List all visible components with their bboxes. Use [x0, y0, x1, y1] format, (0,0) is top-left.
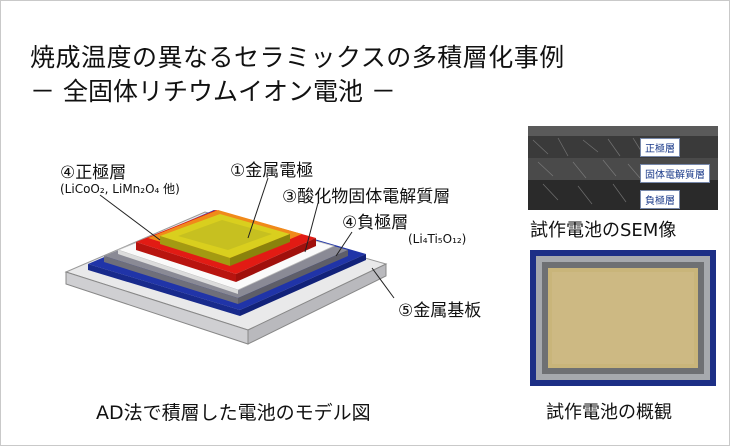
label-negative-material: (Li₄Ti₅O₁₂)	[408, 232, 467, 246]
label-metal-electrode: ①金属電極	[230, 161, 314, 181]
sem-tag-electrolyte: 固体電解質層	[640, 164, 710, 183]
negative-layer-side-left	[88, 264, 240, 316]
negative-layer-side-right	[240, 254, 366, 316]
leader-electrolyte	[304, 202, 319, 253]
metal-electrode-side-right	[230, 234, 290, 266]
electrolyte-lower-layer-side	[104, 256, 238, 304]
metal-electrode-inner	[178, 220, 272, 250]
caption-overview: 試作電池の概観	[546, 402, 672, 423]
label-negative-layer: ④負極層	[342, 213, 409, 233]
leader-metal-electrode	[247, 177, 269, 239]
leader-positive	[99, 194, 161, 241]
battery-photo-drawing	[536, 256, 710, 380]
positive-layer-side-left	[136, 242, 236, 282]
metal-electrode-side-left	[160, 236, 230, 266]
leader-negative	[335, 231, 353, 257]
label-electrolyte-layer: ③酸化物固体電解質層	[282, 187, 451, 207]
label-metal-substrate: ⑤金属基板	[398, 301, 482, 321]
metal-substrate-side-right	[247, 263, 387, 345]
caption-sem: 試作電池のSEM像	[530, 220, 677, 241]
label-positive-layer: ④正極層	[60, 163, 127, 183]
leader-substrate	[371, 267, 395, 299]
sem-tag-positive: 正極層	[640, 138, 680, 157]
positive-layer-side-right	[236, 238, 316, 282]
electrolyte-layer-side	[118, 250, 238, 294]
electrolyte-lower-layer-side-right	[238, 250, 348, 304]
slide-title: 焼成温度の異なるセラミックスの多積層化事例	[30, 43, 565, 72]
caption-model: AD法で積層した電池のモデル図	[96, 402, 371, 424]
sem-image: 正極層 固体電解質層 負極層	[528, 126, 718, 210]
label-positive-material: (LiCoO₂, LiMn₂O₄ 他)	[60, 182, 180, 196]
battery-photo	[530, 250, 716, 386]
slide-subtitle: － 全固体リチウムイオン電池 －	[30, 77, 396, 106]
sem-tag-negative: 負極層	[640, 190, 680, 209]
